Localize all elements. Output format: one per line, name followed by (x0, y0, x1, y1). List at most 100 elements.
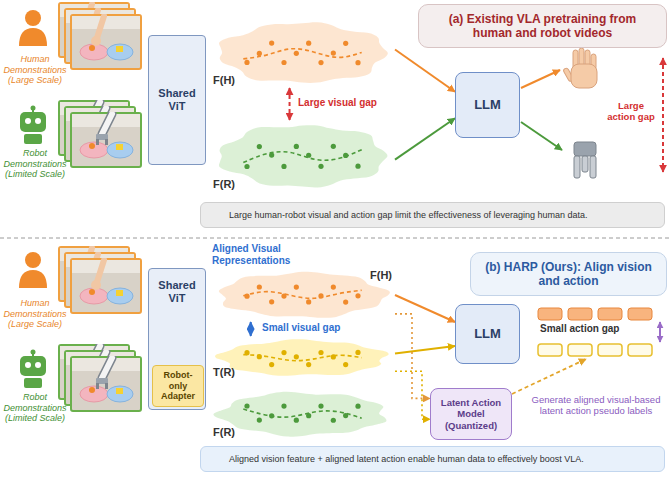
feature-point (257, 51, 262, 56)
feature-label: F(R) (213, 426, 235, 439)
connector-arrow (395, 295, 455, 322)
source-label: Human Demonstrations (Large Scale) (2, 298, 68, 330)
feature-point (355, 60, 360, 65)
feature-cloud: F(R) (210, 388, 395, 440)
feature-point (269, 299, 274, 304)
source-label: Human Demonstrations (Large Scale) (2, 54, 68, 86)
human-icon (19, 28, 47, 46)
human-icon (19, 10, 47, 46)
robot-icon (20, 112, 46, 132)
output-arrows (521, 70, 560, 88)
feature-trajectory (243, 290, 361, 298)
action-tokens (598, 344, 622, 356)
human-hand-icon (563, 48, 597, 88)
feature-point (306, 299, 311, 304)
robot-icon (35, 362, 41, 368)
human-hand-icon (571, 64, 597, 88)
feature-point (343, 413, 348, 418)
feature-point (318, 164, 323, 169)
feature-point (355, 350, 360, 355)
cloud-fill (219, 125, 388, 187)
feature-label: F(H) (213, 74, 235, 87)
feature-trajectory (243, 49, 361, 59)
feature-point (343, 299, 348, 304)
cloud-shape (210, 120, 395, 192)
note-box: Large human-robot visual and action gap … (200, 202, 665, 228)
feature-point (269, 413, 274, 418)
robot-icon (25, 118, 31, 124)
robot-hand-icon (574, 142, 596, 156)
annotation: Aligned Visual Representations (212, 243, 324, 267)
feature-point (281, 350, 286, 355)
section-divider (0, 238, 670, 239)
cloud-shape (210, 388, 395, 440)
video-frames (71, 15, 141, 69)
connector-arrow (395, 314, 430, 399)
feature-point (355, 293, 360, 298)
video-frames (59, 3, 141, 411)
feature-point (306, 41, 311, 46)
feature-point (331, 285, 336, 290)
llm-box: LLM (455, 72, 520, 138)
feature-label: T(R) (213, 366, 235, 379)
feature-point (269, 152, 274, 157)
robot-icon (35, 118, 41, 124)
action-tokens (538, 308, 652, 356)
gap-arrow (662, 58, 664, 172)
feature-point (294, 354, 299, 359)
connector-arrow (395, 118, 455, 159)
gap-label: Small visual gap (262, 322, 354, 334)
feature-point (244, 350, 249, 355)
feature-point (244, 294, 249, 299)
connector-arrow (395, 371, 430, 419)
feature-point (355, 164, 360, 169)
cloud-shape (210, 18, 395, 88)
feature-point (355, 404, 360, 409)
note-text: Large human-robot visual and action gap … (229, 210, 588, 221)
feature-point (318, 350, 323, 355)
title-text: (b) HARP (Ours): Align vision and action (481, 260, 656, 288)
feature-point (281, 293, 286, 298)
feature-label: F(H) (370, 269, 392, 282)
robot-icon (20, 350, 46, 389)
feature-label: F(R) (213, 178, 235, 191)
feature-point (294, 418, 299, 423)
action-tokens (568, 344, 592, 356)
gap-label: Small action gap (540, 323, 650, 335)
robot-icon (20, 356, 46, 376)
feature-point (281, 403, 286, 408)
connector-arrow (395, 50, 455, 92)
gap-arrow (659, 322, 661, 342)
connector-arrow (289, 88, 291, 120)
feature-point (257, 144, 262, 149)
box-text: Robot-only Adapter (155, 370, 201, 402)
box-text: LLM (474, 326, 501, 341)
source-label: Robot Demonstrations (Limited Scale) (2, 392, 68, 424)
feature-point (331, 144, 336, 149)
feature-point (318, 293, 323, 298)
robot-hand-icon (574, 156, 580, 178)
feature-trajectory (243, 355, 361, 361)
cloud-fill (219, 22, 388, 83)
note-box: Aligned vision feature + aligned latent … (200, 446, 665, 472)
output-arrows (521, 70, 562, 150)
feature-point (257, 354, 262, 359)
human-icon (19, 252, 47, 288)
source-label: Robot Demonstrations (Limited Scale) (2, 148, 68, 180)
encoder-box: Shared ViT (148, 35, 206, 165)
robot-icon (31, 106, 36, 111)
feature-point (244, 164, 249, 169)
gap-label: Large visual gap (298, 97, 390, 109)
video-frames (71, 113, 141, 167)
robot-icon (25, 362, 31, 368)
action-tokens (628, 344, 652, 356)
robot-hand-icon (574, 142, 596, 178)
connector-arrow (395, 346, 455, 354)
feature-point (294, 284, 299, 289)
encoder-box: Shared ViTRobot-only Adapter (148, 268, 206, 410)
robot-hand-icon (590, 156, 596, 178)
adapter-box: Robot-only Adapter (152, 365, 204, 407)
box-text: Shared ViT (152, 87, 202, 113)
robot-icon (20, 106, 46, 145)
